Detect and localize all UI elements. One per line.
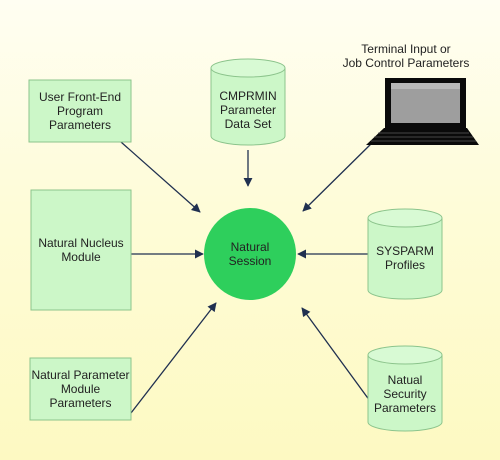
cmprmin-label: CMPRMIN Parameter Data Set: [219, 89, 277, 131]
arrow-param-module-to-session: [130, 302, 217, 414]
param-module-box: [29, 357, 132, 421]
arrow-terminal-to-session: [302, 139, 376, 212]
security-label: Natual Security Parameters: [373, 373, 437, 415]
sysparm-cylinder: [367, 208, 443, 300]
terminal-computer-icon: [366, 78, 479, 145]
nucleus-label: Natural Nucleus Module: [38, 236, 124, 264]
param-module-label: Natural Parameter Module Parameters: [31, 368, 130, 410]
arrow-user-frontend-to-session: [120, 141, 201, 213]
session-circle: [204, 208, 296, 300]
sysparm-label: SYSPARM Profiles: [376, 244, 434, 272]
arrow-security-to-session: [301, 307, 379, 413]
nucleus-box: [30, 189, 132, 311]
session-label: Natural Session: [228, 240, 272, 268]
user-frontend-box: [28, 79, 132, 143]
terminal-label: Terminal Input or Job Control Parameters: [342, 42, 470, 70]
security-cylinder: [367, 345, 443, 432]
cmprmin-cylinder: [210, 58, 286, 146]
user-frontend-label: User Front-End Program Parameters: [38, 90, 122, 132]
